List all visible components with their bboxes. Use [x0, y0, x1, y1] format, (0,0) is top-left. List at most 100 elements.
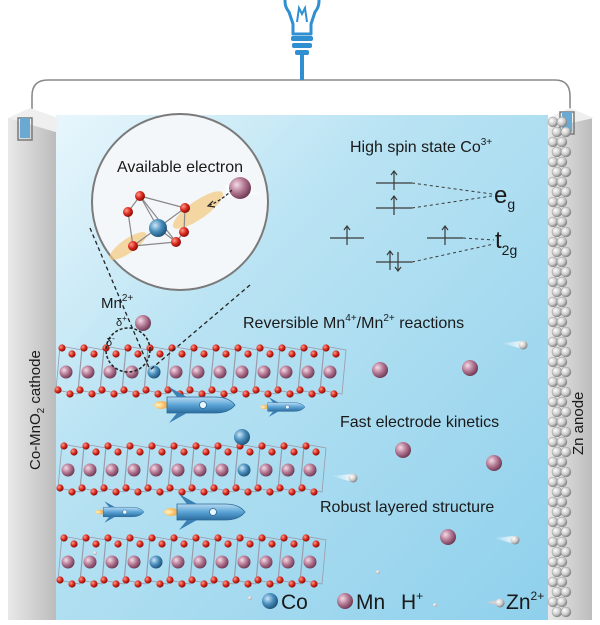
- lattice-cell: [121, 345, 149, 395]
- zn-particle: [547, 316, 559, 328]
- delta-plus-label: δ+: [116, 314, 127, 329]
- mn-atom: [235, 365, 249, 379]
- zn-particle: [560, 206, 572, 218]
- zn-particle: [560, 266, 572, 278]
- eg-label: eg: [494, 182, 515, 212]
- lattice-cell: [99, 345, 127, 395]
- mn-legend-icon: [337, 593, 353, 609]
- oxygen-atom: [100, 484, 108, 492]
- oxygen-atom: [114, 540, 122, 548]
- oxygen-atom: [232, 576, 240, 584]
- zn-particle: [560, 286, 572, 298]
- lattice-cell: [79, 443, 107, 493]
- oxygen-atom: [92, 448, 100, 456]
- oxygen-atom: [210, 576, 218, 584]
- oxygen-atom: [158, 540, 166, 548]
- octahedron-edge: [132, 241, 177, 247]
- zn-legend-icon: [495, 598, 505, 608]
- zn-particle: [560, 146, 572, 158]
- rocket-flame: [95, 509, 104, 515]
- oxygen-atom: [200, 580, 208, 588]
- electron-arrow: [209, 189, 233, 206]
- oxygen-atom: [310, 488, 318, 496]
- zn-particle: [560, 186, 572, 198]
- oxygen-atom: [60, 442, 68, 450]
- zn-particle: [556, 316, 568, 328]
- lattice-cell: [189, 443, 217, 493]
- lattice-cell: [319, 345, 347, 395]
- zn-particle: [551, 346, 563, 358]
- oxygen-atom: [188, 484, 196, 492]
- oxygen-atom: [278, 344, 286, 352]
- robust-structure-label: Robust layered structure: [320, 499, 494, 516]
- oxygen-atom: [156, 350, 164, 358]
- lattice-cell: [209, 345, 237, 395]
- oxygen-atom: [122, 576, 130, 584]
- oxygen-atom: [290, 448, 298, 456]
- oxygen-atom: [92, 540, 100, 548]
- oxygen-atom: [142, 386, 150, 394]
- rocket-window: [285, 404, 290, 410]
- mn-atom: [213, 365, 227, 379]
- lattice-cell: [187, 345, 215, 395]
- orbital-lobe: [172, 191, 224, 229]
- zn-particle: [547, 116, 559, 128]
- oxygen-atom: [134, 580, 142, 588]
- oxygen-atom: [312, 540, 320, 548]
- zn-particle: [556, 256, 568, 268]
- zn-particle: [556, 536, 568, 548]
- mno2-layer: [56, 534, 327, 588]
- zn-particle: [551, 606, 563, 618]
- mn-ion: [395, 442, 411, 458]
- rocket-fin: [169, 413, 187, 423]
- lattice-cell: [189, 535, 217, 585]
- oxygen-atom: [298, 484, 306, 492]
- lattice-cell: [277, 443, 305, 493]
- lattice-cell: [299, 443, 327, 493]
- oxygen-atom: [300, 344, 308, 352]
- oxygen-atom: [288, 580, 296, 588]
- mn-atom: [303, 555, 317, 569]
- oxygen-atom: [144, 576, 152, 584]
- rocket-window: [209, 508, 217, 516]
- mn-atom: [105, 463, 119, 477]
- rocket-window: [122, 509, 128, 515]
- oxygen-atom: [104, 442, 112, 450]
- oxygen-atom: [164, 386, 172, 394]
- oxygen-atom: [222, 488, 230, 496]
- zn-particle: [547, 136, 559, 148]
- oxygen-atom: [78, 484, 86, 492]
- mn-atom: [61, 555, 75, 569]
- mn-ion: [462, 360, 478, 376]
- oxygen-atom: [302, 534, 310, 542]
- oxygen-atom: [112, 350, 120, 358]
- mn-atom: [61, 463, 75, 477]
- oxygen-atom: [288, 488, 296, 496]
- h-legend-icon: [433, 603, 437, 607]
- oxygen-atom: [178, 488, 186, 496]
- zn-particle: [556, 556, 568, 568]
- lattice-cell: [231, 345, 259, 395]
- zn-particle: [560, 386, 572, 398]
- oxygen-atom: [122, 484, 130, 492]
- oxygen-atom: [126, 534, 134, 542]
- zn-particle: [556, 496, 568, 508]
- oxygen-atom: [308, 390, 316, 398]
- legend-label: Co: [281, 591, 308, 614]
- legend-item-mn: Mn: [337, 591, 385, 614]
- rocket-window: [199, 401, 207, 409]
- mn-atom: [191, 365, 205, 379]
- oxygen-atom: [242, 390, 250, 398]
- zn-particle: [551, 506, 563, 518]
- zn-particle: [551, 226, 563, 238]
- oxygen-atom: [123, 207, 133, 217]
- legend-label: Zn2+: [506, 589, 544, 614]
- oxygen-atom: [266, 350, 274, 358]
- zn-particle: [547, 256, 559, 268]
- zn-particle: [551, 206, 563, 218]
- zn-particle: [560, 486, 572, 498]
- zoom-target-circle: [105, 327, 151, 373]
- rocket-icon: [164, 494, 246, 530]
- zn-particle: [547, 436, 559, 448]
- rocket-fin: [179, 520, 197, 530]
